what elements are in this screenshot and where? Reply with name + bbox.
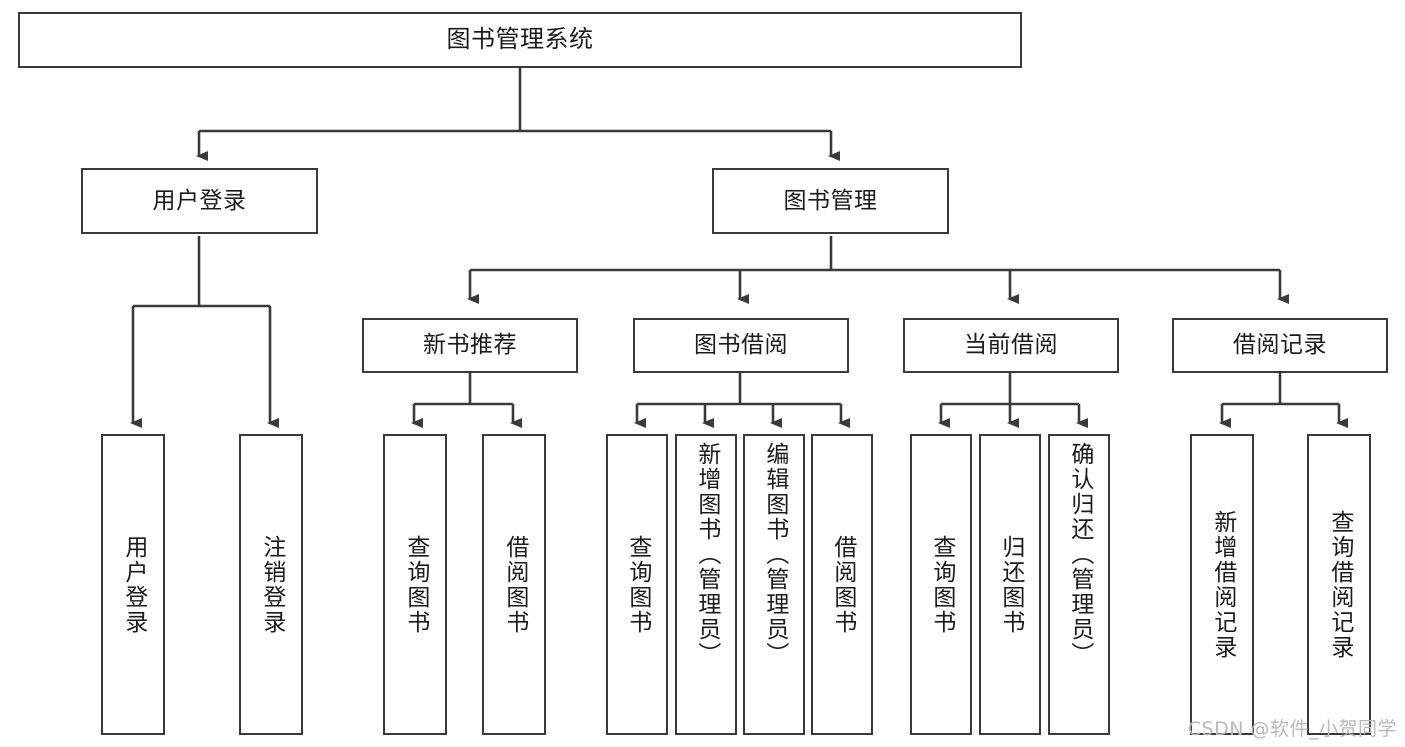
node-label: 图书管理 [783,187,878,214]
node-book-borrowing[interactable]: 图书借阅 [633,318,849,373]
node-label: 查询图书 [624,534,651,635]
leaf-edit-book-admin[interactable]: 编辑图书（管理员） [743,434,805,735]
node-label: 查询借阅记录 [1326,509,1353,660]
node-current-borrowing[interactable]: 当前借阅 [903,318,1119,373]
leaf-user-login[interactable]: 用户登录 [101,434,165,735]
node-label: 新书推荐 [423,332,517,359]
csdn-watermark: CSDN @软件_小贺同学 [1187,718,1397,740]
node-label: 查询图书 [402,534,429,635]
leaf-query-book-newrec[interactable]: 查询图书 [383,434,447,735]
node-root-book-management-system[interactable]: 图书管理系统 [18,12,1022,68]
node-new-book-recommendation[interactable]: 新书推荐 [362,318,578,373]
leaf-borrow-book-borrow[interactable]: 借阅图书 [811,434,873,735]
node-label: 新增借阅记录 [1209,509,1236,660]
leaf-confirm-return-admin[interactable]: 确认归还（管理员） [1048,434,1110,735]
node-label: 用户登录 [152,187,247,214]
node-label: 归还图书 [997,534,1024,635]
node-label: 编辑图书（管理员） [761,442,788,667]
leaf-return-book[interactable]: 归还图书 [979,434,1041,735]
node-borrowing-record[interactable]: 借阅记录 [1172,318,1388,373]
node-label: 注销登录 [258,534,285,635]
node-label: 确认归还（管理员） [1066,442,1093,667]
node-label: 当前借阅 [964,332,1058,359]
node-user-login[interactable]: 用户登录 [81,168,318,234]
leaf-query-borrow-record[interactable]: 查询借阅记录 [1307,434,1371,735]
leaf-query-book-borrow[interactable]: 查询图书 [606,434,668,735]
node-label: 图书管理系统 [446,25,594,54]
leaf-query-book-current[interactable]: 查询图书 [910,434,972,735]
leaf-logout[interactable]: 注销登录 [239,434,303,735]
leaf-add-book-admin[interactable]: 新增图书（管理员） [675,434,737,735]
node-label: 图书借阅 [694,332,788,359]
node-label: 借阅图书 [829,534,856,635]
node-label: 借阅图书 [501,534,528,635]
leaf-borrow-book-newrec[interactable]: 借阅图书 [482,434,546,735]
node-label: 用户登录 [120,534,147,635]
node-label: 查询图书 [928,534,955,635]
node-book-management[interactable]: 图书管理 [712,168,949,234]
leaf-add-borrow-record[interactable]: 新增借阅记录 [1190,434,1254,735]
node-label: 新增图书（管理员） [693,442,720,667]
node-label: 借阅记录 [1233,332,1327,359]
